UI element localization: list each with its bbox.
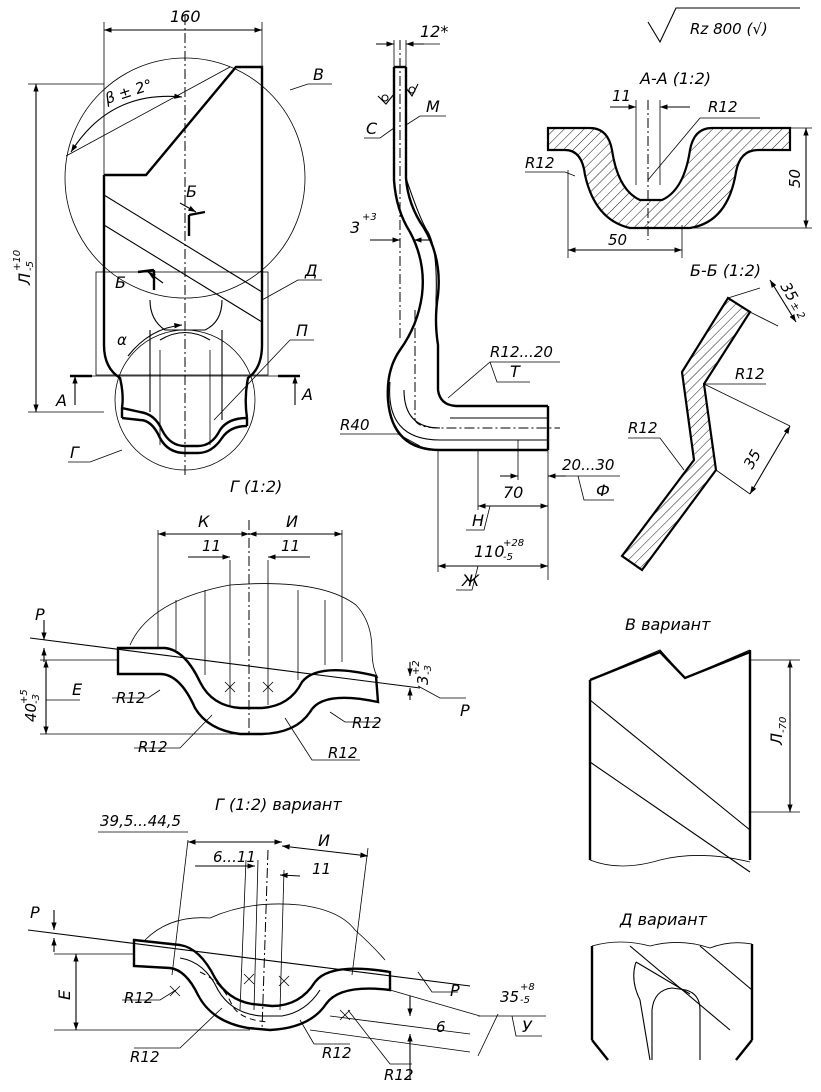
section-a-left: А	[55, 391, 67, 410]
dim-20-30: 20...30	[562, 456, 614, 474]
section-bb: Б-Б (1:2) 35± 2 R12 35 R12	[620, 261, 812, 572]
dim-110: 110	[474, 542, 505, 561]
detail-gv-6-11: 6...11	[213, 848, 256, 866]
detail-g-11-left: 11	[202, 537, 221, 555]
label-v: В	[313, 65, 324, 84]
dim-length-upper: +10	[12, 250, 23, 271]
detail-gv-p-right: Р	[450, 981, 460, 1000]
label-d: Д	[304, 261, 318, 280]
variant-d-title: Д вариант	[619, 910, 708, 929]
detail-g-title: Г (1:2)	[230, 477, 282, 496]
detail-g-dim-40-lower: -3	[31, 694, 42, 704]
dim-length-lower: -5	[25, 261, 36, 271]
section-bb-title: Б-Б (1:2)	[690, 261, 761, 280]
dim-length: Л	[15, 273, 34, 286]
detail-gv-dim-35: 35	[500, 988, 519, 1006]
roughness-text: Rz 800 (√)	[690, 20, 768, 38]
detail-g-i: И	[286, 512, 298, 531]
detail-gv-e: Е	[55, 989, 74, 1000]
detail-g-variant: Г (1:2) вариант 39,5...44,5 И 6...11 11 …	[27, 795, 546, 1084]
variant-v-title: В вариант	[625, 615, 711, 634]
detail-g-k: К	[198, 512, 210, 531]
section-a-right: А	[301, 385, 313, 404]
dim-12: 12*	[420, 22, 448, 41]
dim-110-lower: -5	[503, 552, 513, 563]
detail-g-dim-40: 40	[22, 703, 40, 722]
radius-r40: R40	[340, 416, 370, 434]
dim-70: 70	[503, 483, 523, 502]
dim-160: 160	[170, 7, 201, 26]
detail-g: Г (1:2) К И 11 11 Р Р	[19, 477, 470, 762]
label-m: М	[426, 97, 440, 116]
detail-g-p-left: Р	[35, 605, 45, 624]
section-bb-r12-b: R12	[628, 419, 658, 437]
detail-g-r12-c: R12	[352, 714, 382, 732]
detail-g-r12-b: R12	[138, 738, 168, 756]
detail-g-r12-a: R12	[116, 689, 146, 707]
detail-gv-dim-6: 6	[436, 1018, 446, 1036]
dim-3: 3	[350, 218, 360, 237]
detail-gv-i: И	[318, 831, 330, 850]
detail-g-p-right: Р	[460, 701, 470, 720]
detail-gv-title: Г (1:2) вариант	[215, 795, 342, 814]
detail-gv-r12-d: R12	[384, 1066, 414, 1084]
detail-gv-p-left: Р	[30, 903, 40, 922]
label-g: Г	[70, 443, 80, 462]
section-b-upper: Б	[186, 182, 197, 201]
detail-gv-dim-35-lower: -5	[520, 995, 530, 1006]
section-bb-dim-35-2: 35± 2	[777, 279, 812, 322]
section-aa-dim-50-h: 50	[786, 169, 804, 188]
section-aa-title: А-А (1:2)	[639, 69, 711, 88]
detail-gv-u: У	[522, 1017, 533, 1036]
label-s: С	[366, 119, 378, 138]
section-aa-r12-a: R12	[708, 98, 738, 116]
section-b-lower: Б	[115, 273, 126, 292]
detail-gv-r12-b: R12	[130, 1048, 160, 1066]
detail-gv-dim-35-upper: +8	[520, 982, 535, 993]
detail-g-11-right: 11	[281, 537, 300, 555]
section-bb-dim-35: 35	[740, 446, 765, 472]
section-aa: А-А (1:2) 11 R12 R12 50 50	[525, 69, 812, 258]
detail-g-dim-3: 3	[414, 675, 432, 685]
detail-g-dim-3-lower: -3	[423, 665, 434, 675]
detail-g-dim-3-upper: +2	[411, 660, 422, 675]
variant-v: В вариант Л -70	[588, 615, 800, 873]
section-aa-r12-b: R12	[525, 154, 555, 172]
label-p: П	[296, 321, 308, 340]
variant-v-length-sub: -70	[778, 717, 789, 733]
label-zh: Ж	[461, 571, 480, 590]
label-f: Ф	[596, 481, 610, 500]
detail-gv-r12-c: R12	[322, 1044, 352, 1062]
detail-gv-dim-range: 39,5...44,5	[100, 812, 181, 830]
variant-d: Д вариант	[590, 910, 754, 1061]
section-aa-dim-11: 11	[612, 87, 631, 105]
detail-g-r12-d: R12	[328, 744, 358, 762]
radius-r12-20: R12...20	[490, 343, 553, 361]
detail-gv-r12-a: R12	[124, 989, 154, 1007]
detail-g-e: Е	[72, 680, 83, 699]
label-t: Т	[510, 362, 521, 381]
side-view: 12* С М 3 +3 R12...20 Т R40 20...30 Ф	[340, 22, 620, 591]
detail-gv-11: 11	[312, 860, 331, 878]
detail-g-dim-40-upper: +5	[19, 689, 30, 704]
variant-v-length: Л	[767, 733, 786, 746]
section-bb-r12-a: R12	[735, 365, 765, 383]
rect-view-d	[95, 271, 269, 376]
section-aa-dim-50-w: 50	[608, 231, 627, 249]
main-view: А А Б Б 160 Л +10 -5 β ± 2° α	[12, 7, 332, 475]
angle-alpha: α	[117, 331, 127, 349]
dim-3-tol: +3	[362, 212, 377, 223]
roughness-symbol: Rz 800 (√)	[647, 7, 800, 44]
dim-110-upper: +28	[503, 538, 524, 549]
label-n: Н	[472, 511, 484, 530]
